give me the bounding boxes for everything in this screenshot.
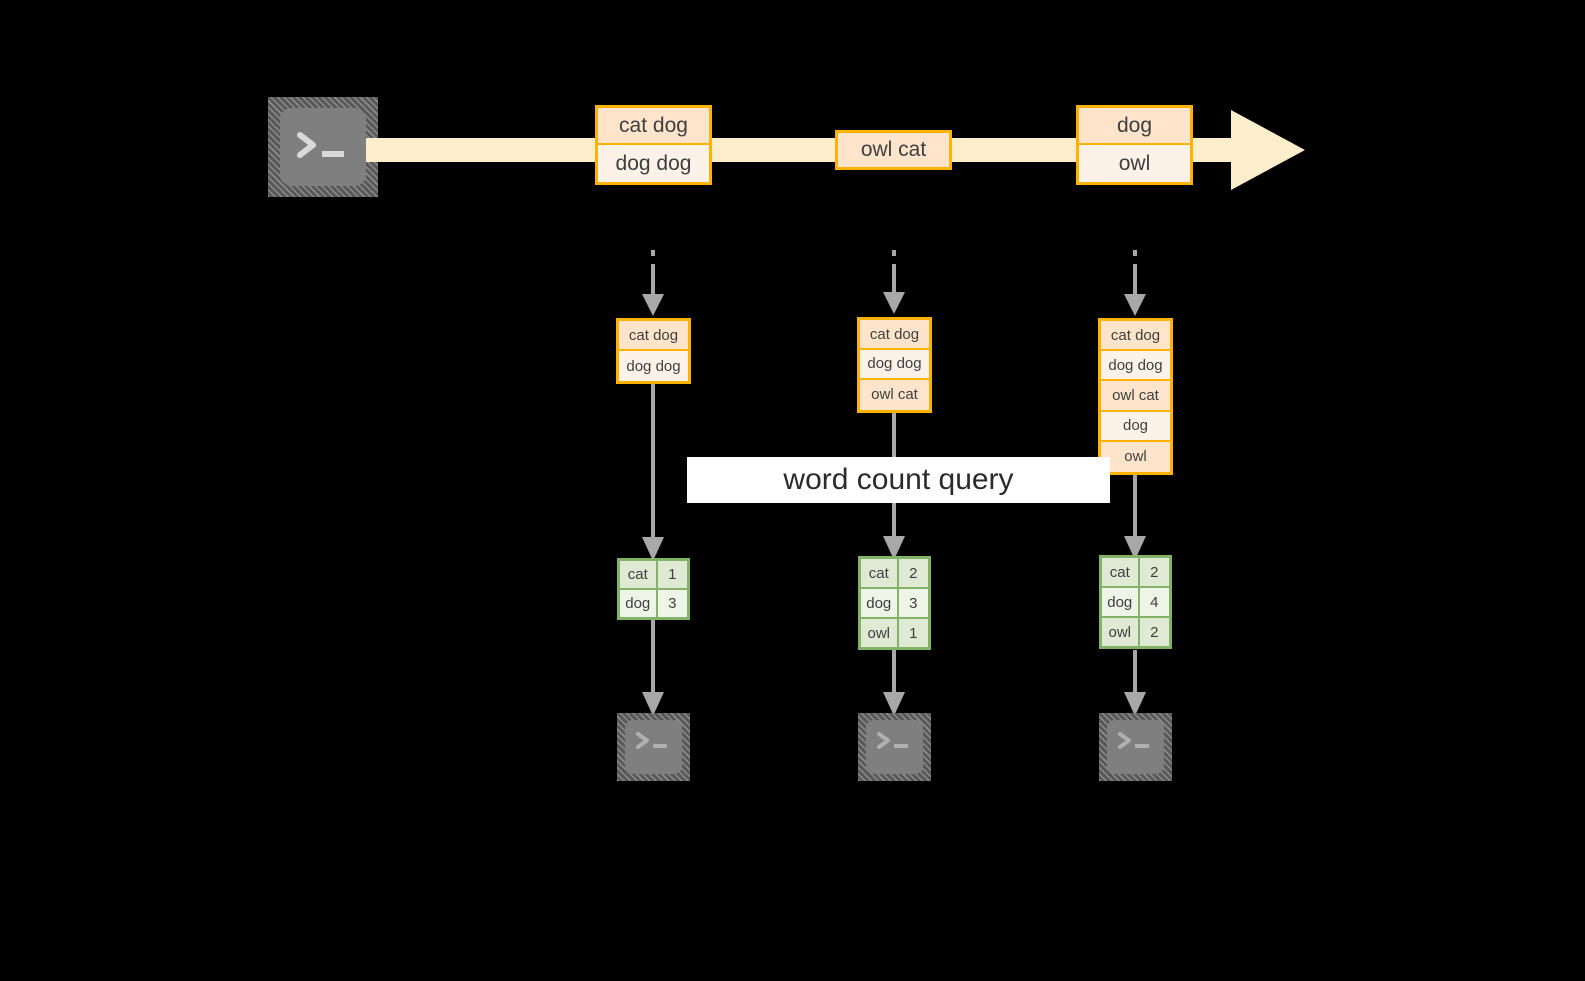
result-row: owl 2 [1102, 618, 1169, 646]
result-count: 1 [898, 619, 928, 647]
result-word: owl [1102, 618, 1140, 646]
result-count: 2 [898, 559, 928, 587]
result-count: 3 [657, 590, 687, 617]
stream-batch-3: dog owl [1076, 105, 1193, 185]
source-terminal-icon [268, 97, 378, 197]
terminal-prompt-glyph [877, 732, 908, 749]
trigger-3-input-stack: cat dog dog dog owl cat dog owl [1098, 318, 1173, 475]
result-count: 4 [1139, 588, 1169, 616]
result-row: owl 1 [861, 619, 928, 647]
trigger-1-input-stack: cat dog dog dog [616, 318, 691, 384]
input-record: dog dog [1101, 351, 1170, 382]
result-row: cat 2 [1102, 558, 1169, 588]
stream-batch-1: cat dog dog dog [595, 105, 712, 185]
result-word: cat [861, 559, 899, 587]
result-word: dog [861, 589, 899, 617]
result-count: 2 [1139, 618, 1169, 646]
input-record: owl [1101, 441, 1170, 472]
result-word: cat [1102, 558, 1140, 586]
stream-record: dog dog [598, 145, 709, 182]
result-row: cat 1 [620, 561, 687, 590]
sink-connector-2 [883, 650, 905, 716]
sink-connector-1 [642, 620, 664, 716]
trigger-2-input-stack: cat dog dog dog owl cat [857, 317, 932, 413]
trigger-connector-2 [883, 250, 905, 314]
input-record: cat dog [860, 320, 929, 350]
stream-record: owl [1079, 145, 1190, 182]
result-count: 1 [657, 561, 687, 588]
result-word: cat [620, 561, 658, 588]
trigger-1-sink-terminal-icon [617, 713, 690, 781]
trigger-connector-3 [1124, 250, 1146, 316]
terminal-body [280, 108, 366, 186]
result-row: cat 2 [861, 559, 928, 589]
stream-record: cat dog [598, 108, 709, 145]
input-record: dog dog [619, 351, 688, 381]
sink-connector-3 [1124, 650, 1146, 716]
trigger-connector-1 [642, 250, 664, 316]
terminal-prompt-glyph [297, 132, 344, 158]
terminal-prompt-glyph [636, 732, 667, 749]
trigger-1-result-table: cat 1 dog 3 [617, 558, 690, 620]
trigger-3-result-table: cat 2 dog 4 owl 2 [1099, 555, 1172, 649]
input-record: dog dog [860, 350, 929, 380]
result-word: dog [1102, 588, 1140, 616]
result-row: dog 3 [620, 590, 687, 617]
query-label: word count query [687, 457, 1110, 503]
trigger-2-result-table: cat 2 dog 3 owl 1 [858, 556, 931, 650]
input-record: owl cat [1101, 381, 1170, 412]
result-count: 2 [1139, 558, 1169, 586]
query-connector-1 [642, 383, 664, 561]
result-count: 3 [898, 589, 928, 617]
input-record: dog [1101, 411, 1170, 442]
result-row: dog 3 [861, 589, 928, 619]
result-word: dog [620, 590, 658, 617]
query-label-text: word count query [783, 463, 1014, 496]
stream-batch-2: owl cat [835, 130, 952, 170]
input-record: owl cat [860, 379, 929, 410]
stream-record: dog [1079, 108, 1190, 145]
input-record: cat dog [1101, 321, 1170, 352]
query-connector-3 [1124, 474, 1146, 560]
stream-record: owl cat [838, 133, 949, 167]
trigger-3-sink-terminal-icon [1099, 713, 1172, 781]
input-record: cat dog [619, 321, 688, 351]
result-word: owl [861, 619, 899, 647]
result-row: dog 4 [1102, 588, 1169, 618]
trigger-2-sink-terminal-icon [858, 713, 931, 781]
terminal-prompt-glyph [1118, 732, 1149, 749]
